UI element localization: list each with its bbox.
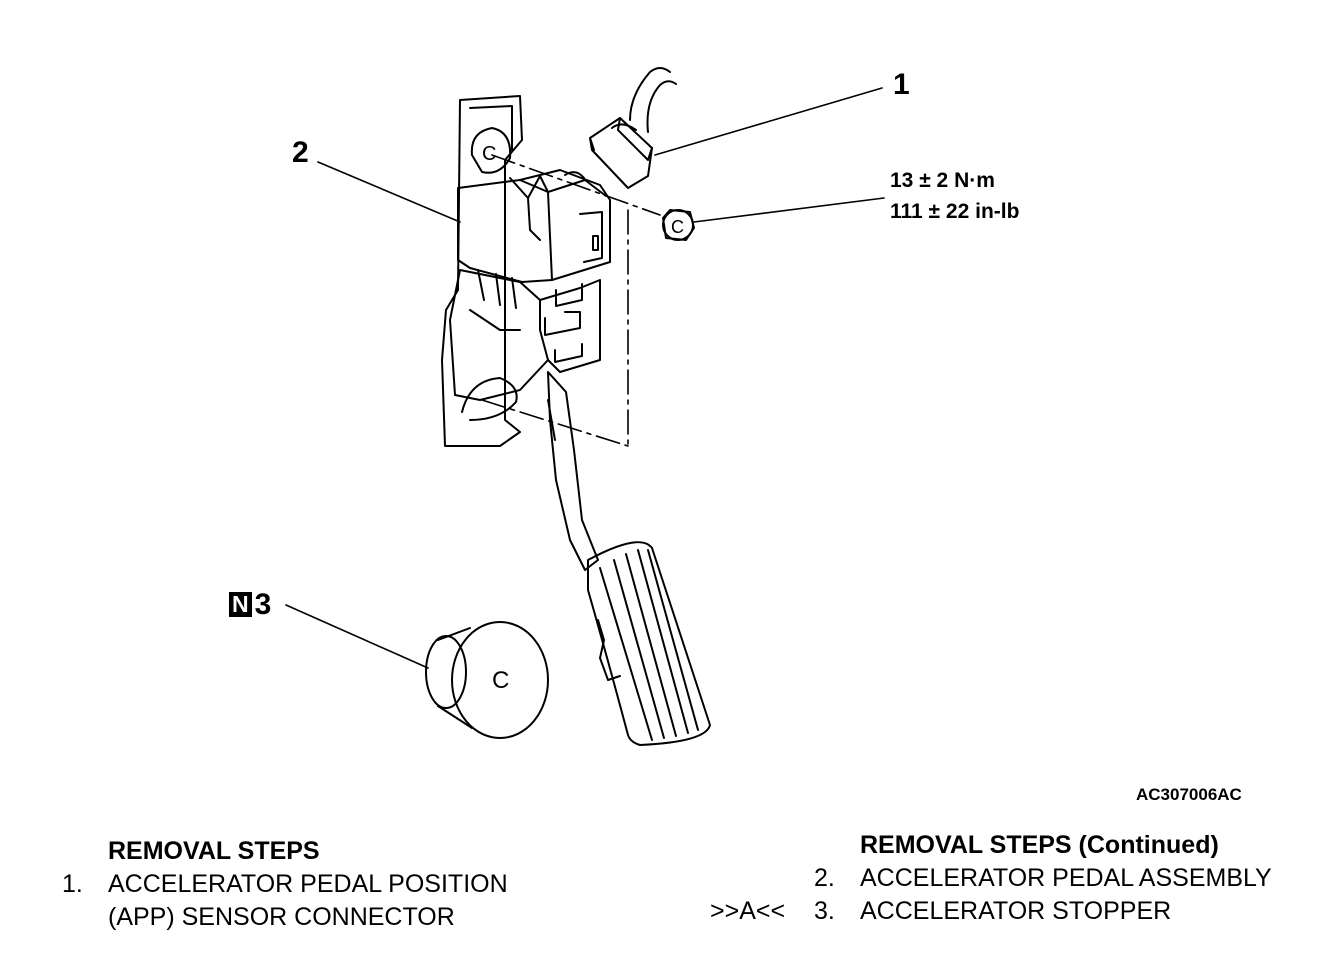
- torque-spec: 13 ± 2 N·m 111 ± 22 in-lb: [890, 165, 1019, 227]
- step-text-line1: ACCELERATOR PEDAL POSITION: [108, 870, 508, 898]
- stopper-letter: C: [492, 667, 509, 694]
- callout-3-number: 3: [254, 588, 272, 621]
- step-text: ACCELERATOR PEDAL ASSEMBLY: [860, 864, 1272, 892]
- step-number: 3.: [814, 897, 835, 925]
- removal-step-1: 1. ACCELERATOR PEDAL POSITION: [62, 868, 508, 901]
- mounting-plate: [441, 95, 523, 447]
- pedal-pad: [587, 541, 711, 746]
- connector: [589, 117, 653, 189]
- pedal-arm: [547, 371, 599, 571]
- pedal-exploded-view: C C C: [285, 67, 885, 746]
- removal-step-2: 2. ACCELERATOR PEDAL ASSEMBLY: [710, 862, 1272, 895]
- step-text-line2: (APP) SENSOR CONNECTOR: [108, 903, 455, 931]
- lower-housing: [449, 269, 549, 401]
- step-number: 2.: [814, 864, 835, 892]
- removal-steps-heading: REMOVAL STEPS: [108, 837, 320, 865]
- removal-step-1-cont: (APP) SENSOR CONNECTOR: [62, 901, 508, 934]
- removal-steps-continued: REMOVAL STEPS (Continued) 2. ACCELERATOR…: [710, 829, 1272, 928]
- step-number: 1.: [62, 870, 83, 898]
- sensor-body: [457, 179, 553, 283]
- bracket-letter: C: [482, 143, 496, 165]
- cable: [629, 67, 671, 121]
- removal-step-3: >>A<< 3. ACCELERATOR STOPPER: [710, 895, 1272, 928]
- bracket-hole: [470, 127, 512, 174]
- torque-imperial: 111 ± 22 in-lb: [890, 200, 1020, 223]
- callout-2: 2: [292, 136, 309, 169]
- removal-steps-continued-heading: REMOVAL STEPS (Continued): [860, 831, 1219, 859]
- callout-1: 1: [893, 68, 910, 101]
- figure-id: AC307006AC: [1136, 785, 1242, 804]
- step-text: ACCELERATOR STOPPER: [860, 897, 1172, 925]
- nut-letter: C: [671, 217, 684, 237]
- stopper-cap: [451, 621, 549, 739]
- torque-metric: 13 ± 2 N·m: [890, 169, 995, 192]
- removal-steps: REMOVAL STEPS 1. ACCELERATOR PEDAL POSIT…: [62, 835, 508, 934]
- new-part-badge: N: [229, 592, 252, 617]
- step-marker: >>A<<: [710, 897, 786, 925]
